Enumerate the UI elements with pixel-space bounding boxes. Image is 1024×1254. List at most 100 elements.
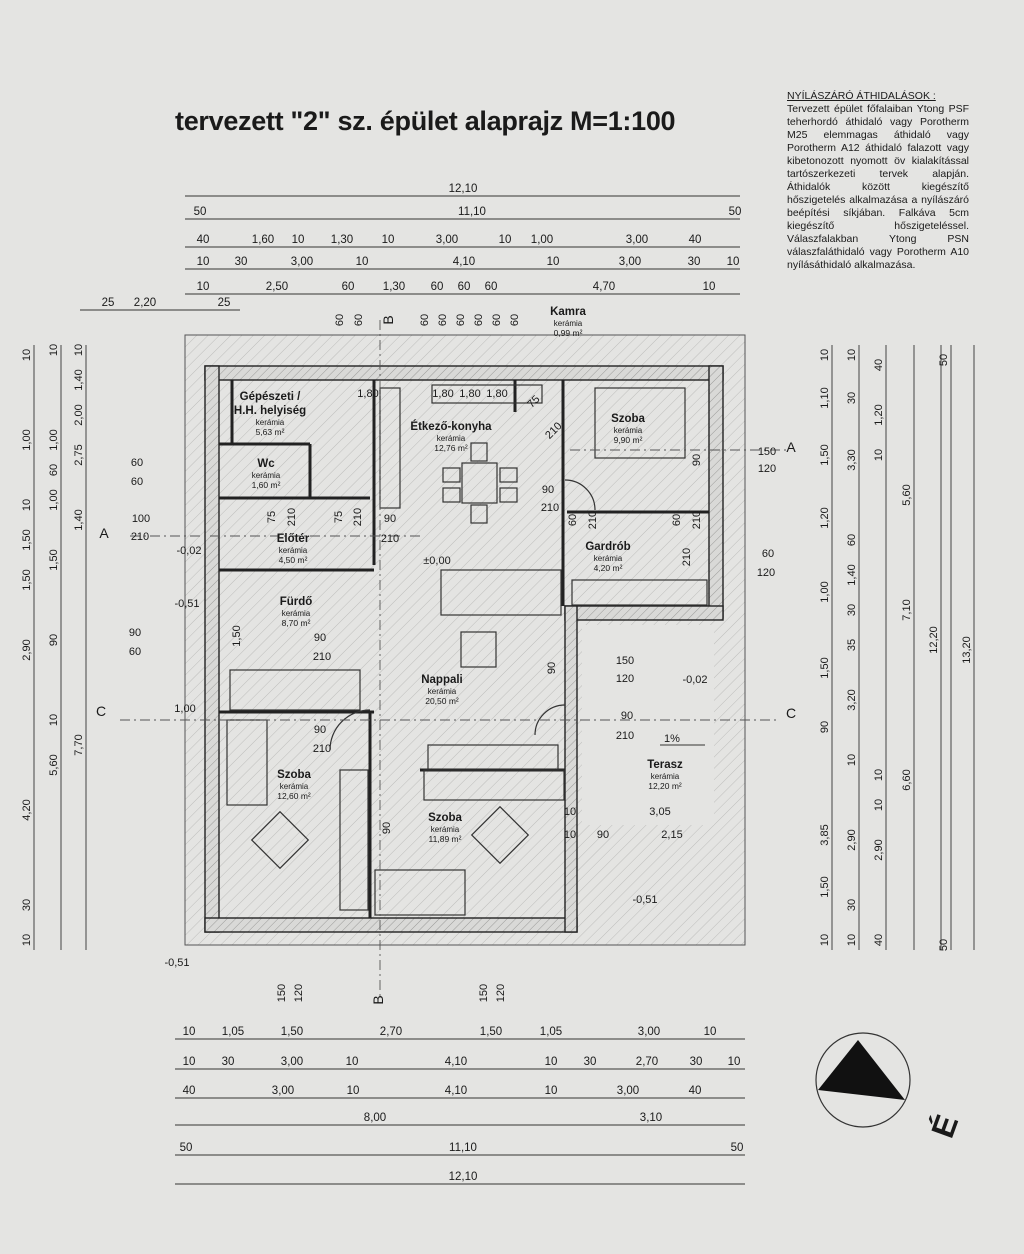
dimension-value: 12,20 [928,626,940,654]
door-swing [534,704,566,736]
section-mark: A [786,439,796,455]
dimension-value: 11,10 [458,206,486,218]
dimension-value: 2,90 [873,839,885,860]
opening-dimension: 90 [542,484,554,496]
dimension-value: 40 [197,234,210,246]
room-floor: kerámia [614,426,643,435]
room-name: Előtér [277,533,310,545]
page-title: tervezett "2" sz. épület alaprajz M=1:10… [175,106,676,136]
dimension-value: 30 [846,899,858,911]
level-marker: -0,02 [176,545,201,557]
opening-dimension: 1,80 [432,388,453,400]
dimension-value: 10 [347,1085,360,1097]
opening-dimension: 90 [381,822,393,834]
dimension-value: 10 [703,281,716,293]
dimension-value: 4,10 [453,256,475,268]
opening-dimension: 60 [491,314,503,326]
dimension-value: 30 [235,256,248,268]
opening-dimension: 210 [352,508,364,526]
slope-label: 1% [664,733,680,745]
dimension-value: 13,20 [961,636,973,664]
dimension-value: 10 [545,1056,558,1068]
opening-dimension: 75 [266,511,278,523]
section-mark: C [96,703,106,719]
dimension-value: 10 [727,256,740,268]
dimension-value: 60 [48,464,60,476]
dimension-value: 3,00 [436,234,458,246]
opening-dimension: 60 [419,314,431,326]
opening-dimension: 150 [478,984,490,1002]
dimension-value: 2,70 [380,1026,402,1038]
opening-dimension: 150 [758,446,776,458]
dimension-value: 30 [688,256,701,268]
dimension-value: 3,00 [617,1085,639,1097]
opening-dimension: 1,80 [486,388,507,400]
section-lines [120,320,790,1000]
lintel-note-heading: NYÍLÁSZÁRÓ ÁTHIDALÁSOK : [787,90,936,102]
dimension-value: 2,00 [73,404,85,425]
opening-dimension: 120 [616,673,634,685]
dimension-value: 7,70 [73,734,85,755]
opening-dimension: 210 [313,743,331,755]
dimension-value: 3,00 [638,1026,660,1038]
dimension-value: 30 [846,392,858,404]
dimension-value: 4,20 [21,799,33,820]
dimension-value: 30 [584,1056,597,1068]
dimension-value: 1,50 [819,444,831,465]
dimension-value: 10 [873,769,885,781]
dimension-value: 1,50 [281,1026,303,1038]
dimension-value: 90 [819,721,831,733]
opening-dimension: 1,50 [231,625,243,646]
dimension-value: 1,50 [21,569,33,590]
plinth-zone [184,334,746,946]
opening-dimension: 60 [762,548,774,560]
dimension-value: 60 [431,281,444,293]
dimension-value: 1,60 [252,234,274,246]
opening-dimension: 60 [455,314,467,326]
section-mark: A [99,525,109,541]
opening-dimension: 210 [313,651,331,663]
dimension-value: 1,00 [48,489,60,510]
dimension-value: 1,50 [21,529,33,550]
dimension-value: 40 [873,934,885,946]
dimension-value: 1,05 [540,1026,562,1038]
dimension-value: 2,75 [73,444,85,465]
dimension-value: 2,20 [134,297,156,309]
dimension-value: 60 [458,281,471,293]
dimension-value: 1,50 [48,549,60,570]
dimension-value: 1,10 [819,387,831,408]
opening-dimension: 60 [353,314,365,326]
opening-dimension: 75 [333,511,345,523]
level-marker: -0,51 [174,598,199,610]
dimension-value: 25 [102,297,115,309]
dimension-value: 50 [180,1142,193,1154]
dimension-value: 50 [938,354,950,366]
dimension-value: 2,50 [266,281,288,293]
dimension-value: 6,60 [901,769,913,790]
dimension-value: 3,85 [819,824,831,845]
opening-dimension: 150 [616,655,634,667]
dimension-value: 10 [197,281,210,293]
level-marker: -0,02 [682,674,707,686]
dimension-value: 10 [819,934,831,946]
room-area: 12,20 m² [648,781,682,791]
dimension-value: 10 [183,1056,196,1068]
dimension-value: 3,00 [291,256,313,268]
opening-dimension: 120 [495,984,507,1002]
opening-dimension: 90 [314,632,326,644]
room-area: 0,99 m² [554,328,583,338]
dimension-value: 1,30 [331,234,353,246]
door-swing [564,479,596,511]
dimension-value: 50 [938,939,950,951]
dimension-value: 1,00 [531,234,553,246]
dining-table [461,462,498,504]
room-area: 4,50 m² [279,555,308,565]
level-marker: -0,51 [164,957,189,969]
room-area: 4,20 m² [594,563,623,573]
opening-dimension: 210 [381,533,399,545]
bed [594,387,686,459]
room-floor: kerámia [428,687,457,696]
lintel-note-body: Tervezett épület főfalaiban Ytong PSF te… [787,103,969,271]
dimension-value: 1,50 [480,1026,502,1038]
